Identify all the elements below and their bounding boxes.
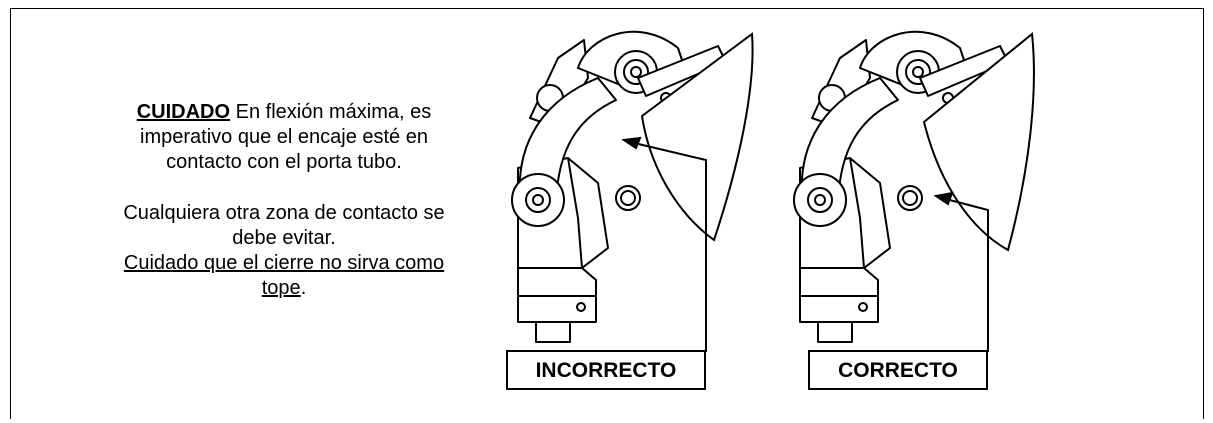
correct-label: CORRECTO [808, 350, 988, 390]
incorrect-label: INCORRECTO [506, 350, 706, 390]
caution-line-2: imperativo que el encaje esté en [140, 126, 428, 148]
arrow-incorrect [621, 136, 707, 352]
knee-correct [793, 30, 1035, 344]
caution-line-4: Cualquiera otra zona de contacto se [123, 202, 445, 224]
knee-incorrect [511, 30, 754, 344]
caution-line-5: debe evitar. [232, 227, 336, 249]
arrow-correct [933, 191, 989, 352]
caution-line-6: Cuidado que el cierre no sirva como [123, 252, 445, 274]
caution-keyword: CUIDADO [136, 101, 231, 123]
caution-text: CUIDADO En flexión máxima, es imperativo… [44, 100, 524, 301]
caution-line-1: CUIDADO En flexión máxima, es [136, 101, 432, 123]
caution-line-3: contacto con el porta tubo. [166, 151, 402, 173]
diagram-frame [10, 8, 1204, 419]
caution-line-7: tope. [261, 277, 307, 299]
